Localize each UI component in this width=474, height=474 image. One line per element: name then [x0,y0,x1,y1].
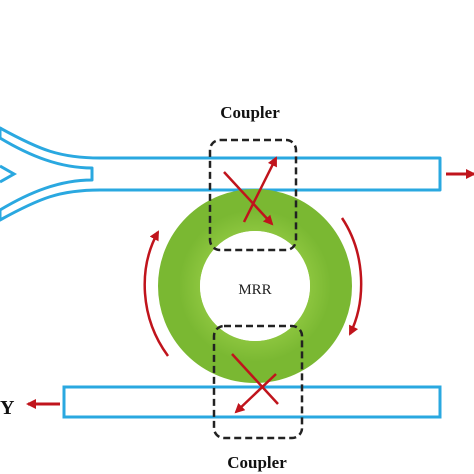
coupler-label-bottom: Coupler [227,453,287,472]
rotation-arrow-left [143,230,170,357]
microring-resonator [158,189,352,383]
rotation-arrow-right [340,217,363,336]
coupling-arrow-bottom-b [231,353,279,405]
port-y-label: Y [0,397,15,419]
ring-inner-edge [200,231,310,341]
coupler-box-bottom [212,324,304,440]
y-branch-waveguide [0,126,442,222]
coupler-label-top: Coupler [220,103,280,122]
drop-waveguide [62,385,442,419]
ring-label: MRR [238,282,271,298]
coupling-arrow-top-a [242,156,278,223]
coupling-arrow-top-b [223,171,274,226]
coupler-box-top [208,138,298,252]
coupling-arrow-bottom-a [234,373,277,414]
y-branch-inner-notch [0,164,18,184]
